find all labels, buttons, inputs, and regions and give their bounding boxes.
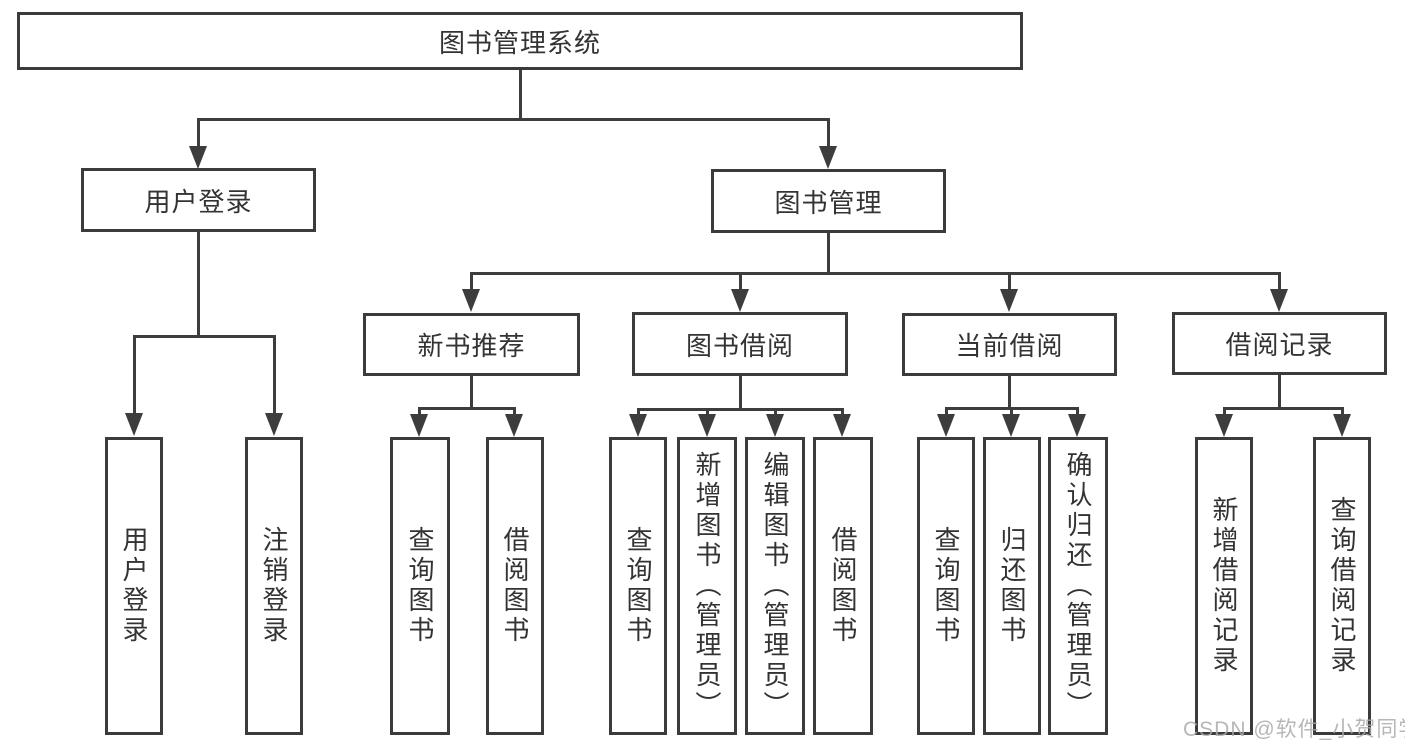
connector-drop-borrow <box>739 272 742 290</box>
node-label: 注销登录 <box>259 526 289 646</box>
arrow-down-icon <box>265 413 283 436</box>
node-label: 借阅图书 <box>500 526 530 646</box>
arrow-down-icon <box>937 414 955 437</box>
arrow-down-icon <box>833 414 851 437</box>
node-label: 归还图书 <box>997 526 1027 646</box>
node-label: 确认归还（管理员） <box>1063 451 1093 721</box>
connector-drop-leaf <box>513 407 516 415</box>
arrow-down-icon <box>1068 414 1086 437</box>
connector-drop-record <box>1278 272 1281 290</box>
leaf-query-books: 查询图书 <box>390 437 450 735</box>
arrow-down-icon <box>1002 414 1020 437</box>
leaf-return-books: 归还图书 <box>983 437 1041 735</box>
leaf-borrow-books: 借阅图书 <box>486 437 544 735</box>
node-book-borrowing: 图书借阅 <box>632 312 848 376</box>
connector-drop-leaf <box>1223 407 1226 415</box>
connector-root-stem <box>519 70 522 118</box>
node-label: 编辑图书（管理员） <box>760 451 790 721</box>
node-borrowing-records: 借阅记录 <box>1172 312 1387 375</box>
csdn-watermark: CSDN @软件_小贺同学 <box>1183 718 1405 741</box>
connector-drop-leaf <box>133 335 136 413</box>
connector-book-mgmt-stem <box>827 233 830 274</box>
connector-user-login-stem <box>197 232 200 336</box>
connector-drop-leaf <box>774 408 777 415</box>
node-label: 当前借阅 <box>955 331 1064 361</box>
connector-record-stem <box>1278 375 1281 409</box>
arrow-down-icon <box>731 289 749 312</box>
connector-borrow-bus <box>637 408 843 411</box>
arrow-down-icon <box>819 146 837 169</box>
connector-user-login-bus <box>133 335 275 338</box>
leaf-confirm-return-admin: 确认归还（管理员） <box>1048 437 1108 735</box>
node-label: 借阅记录 <box>1225 330 1334 360</box>
connector-drop-leaf <box>1076 407 1079 415</box>
node-user-login: 用户登录 <box>81 168 316 232</box>
connector-drop-leaf <box>273 335 276 413</box>
arrow-down-icon <box>1270 289 1288 312</box>
connector-drop-user-login <box>197 118 200 148</box>
connector-current-stem <box>1008 376 1011 410</box>
connector-record-bus <box>1223 407 1343 410</box>
node-label: 图书管理 <box>774 187 883 218</box>
arrow-down-icon <box>698 414 716 437</box>
leaf-add-borrow-record: 新增借阅记录 <box>1195 437 1253 735</box>
arrow-down-icon <box>629 414 647 437</box>
connector-drop-leaf <box>945 407 948 415</box>
node-label: 借阅图书 <box>828 526 858 646</box>
leaf-logout: 注销登录 <box>245 437 303 735</box>
connector-drop-current <box>1008 272 1011 290</box>
arrow-down-icon <box>1215 414 1233 437</box>
leaf-edit-books-admin: 编辑图书（管理员） <box>745 437 805 735</box>
node-label: 用户登录 <box>144 186 253 217</box>
node-label: 查询图书 <box>931 526 961 646</box>
arrow-down-icon <box>1333 414 1351 437</box>
connector-book-mgmt-bus <box>471 272 1280 275</box>
connector-drop-new-book <box>470 272 473 290</box>
node-label: 图书借阅 <box>685 330 794 361</box>
connector-drop-leaf <box>1010 407 1013 415</box>
connector-new-book-stem <box>470 376 473 410</box>
connector-drop-book-mgmt <box>827 118 830 148</box>
leaf-add-books-admin: 新增图书（管理员） <box>677 437 737 735</box>
node-new-book-recommend: 新书推荐 <box>363 313 580 376</box>
node-label: 用户登录 <box>119 526 149 646</box>
node-label: 新增借阅记录 <box>1209 496 1239 676</box>
connector-borrow-stem <box>739 376 742 410</box>
node-book-management: 图书管理 <box>711 169 946 233</box>
leaf-borrow-books: 借阅图书 <box>813 437 873 735</box>
node-label: 新书推荐 <box>417 331 526 361</box>
connector-drop-leaf <box>706 408 709 415</box>
leaf-user-login: 用户登录 <box>105 437 163 735</box>
arrow-down-icon <box>189 146 207 169</box>
node-label: 新增图书（管理员） <box>692 451 722 721</box>
connector-new-book-bus <box>418 407 516 410</box>
leaf-query-books: 查询图书 <box>609 437 667 735</box>
connector-drop-leaf <box>1341 407 1344 415</box>
node-label: 查询图书 <box>405 526 435 646</box>
arrow-down-icon <box>125 413 143 436</box>
node-label: 图书管理系统 <box>438 27 601 58</box>
leaf-query-books: 查询图书 <box>917 437 975 735</box>
connector-drop-leaf <box>841 408 844 415</box>
leaf-query-borrow-record: 查询借阅记录 <box>1313 437 1371 735</box>
arrow-down-icon <box>1000 289 1018 312</box>
connector-drop-leaf <box>418 407 421 415</box>
arrow-down-icon <box>505 414 523 437</box>
arrow-down-icon <box>766 414 784 437</box>
node-label: 查询借阅记录 <box>1327 496 1357 676</box>
node-label: 查询图书 <box>623 526 653 646</box>
arrow-down-icon <box>462 289 480 312</box>
connector-drop-leaf <box>637 408 640 415</box>
arrow-down-icon <box>410 414 428 437</box>
node-current-borrowing: 当前借阅 <box>902 313 1117 376</box>
node-library-management-system: 图书管理系统 <box>17 12 1023 70</box>
connector-root-bus <box>197 118 830 121</box>
